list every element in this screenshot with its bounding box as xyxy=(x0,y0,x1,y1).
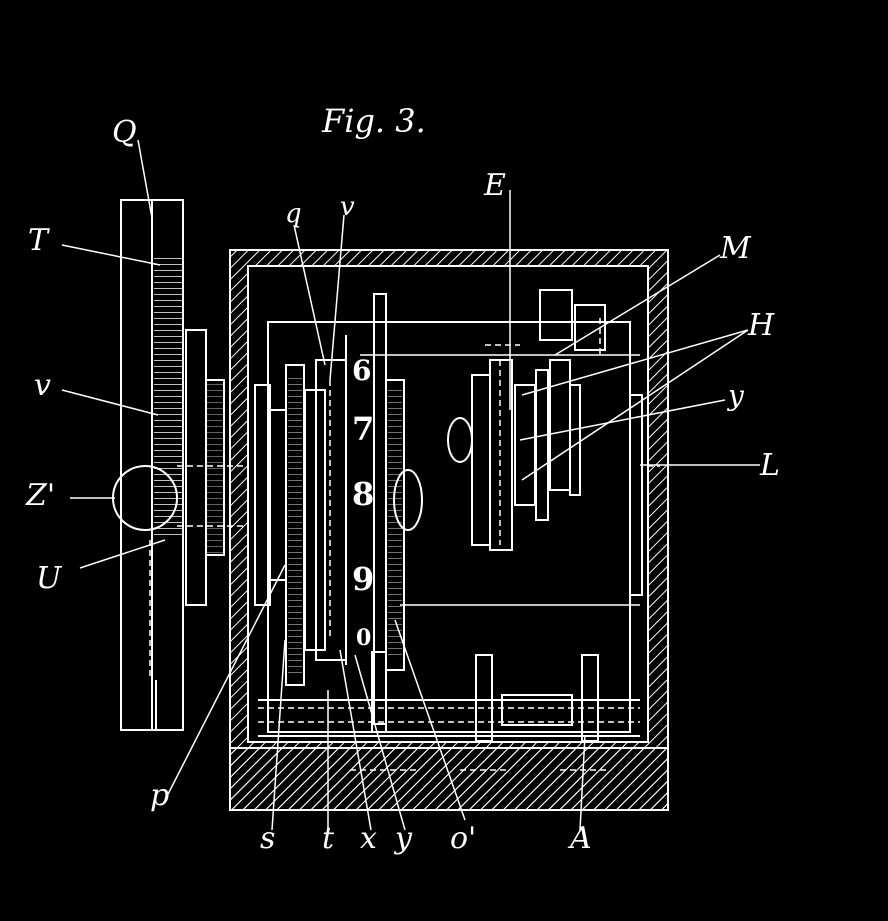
label-o-prime: o' xyxy=(450,821,476,856)
dial-number-8: 8 xyxy=(352,475,374,513)
label-p: p xyxy=(150,778,169,813)
label-y-right: y xyxy=(726,379,745,412)
label-q-upper: Q xyxy=(112,115,137,150)
leader-lines xyxy=(61,139,760,831)
label-m: M xyxy=(719,231,752,266)
dial-number-9: 9 xyxy=(352,560,374,598)
label-z-prime: Z' xyxy=(25,478,55,513)
dial-number-6: 6 xyxy=(352,354,371,387)
label-t-lower: t xyxy=(322,821,335,856)
reference-labels: Q T v Z' U q v E M H y L p s t x y o' A xyxy=(25,115,780,856)
label-y-bottom: y xyxy=(393,821,413,856)
dial-number-7: 7 xyxy=(352,410,374,448)
dial-numbers: 6 7 8 9 0 xyxy=(352,354,374,651)
label-e: E xyxy=(483,168,506,203)
label-v-left: v xyxy=(34,368,51,403)
right-mechanism xyxy=(447,289,643,596)
label-v-top: v xyxy=(340,192,355,222)
figure-title: Fig. 3. xyxy=(321,102,426,140)
label-t: T xyxy=(28,223,50,258)
label-x: x xyxy=(360,821,377,856)
number-wheels xyxy=(254,293,423,725)
dial-number-0: 0 xyxy=(356,625,371,651)
label-l: L xyxy=(759,448,780,483)
label-q-lower: q xyxy=(285,199,302,229)
label-u: U xyxy=(36,561,63,596)
bottom-posts xyxy=(350,651,610,771)
gear-stack-left xyxy=(185,329,225,606)
bar-q xyxy=(120,199,184,731)
label-h: H xyxy=(747,308,775,343)
label-s: s xyxy=(260,821,275,856)
label-a: A xyxy=(567,821,592,856)
